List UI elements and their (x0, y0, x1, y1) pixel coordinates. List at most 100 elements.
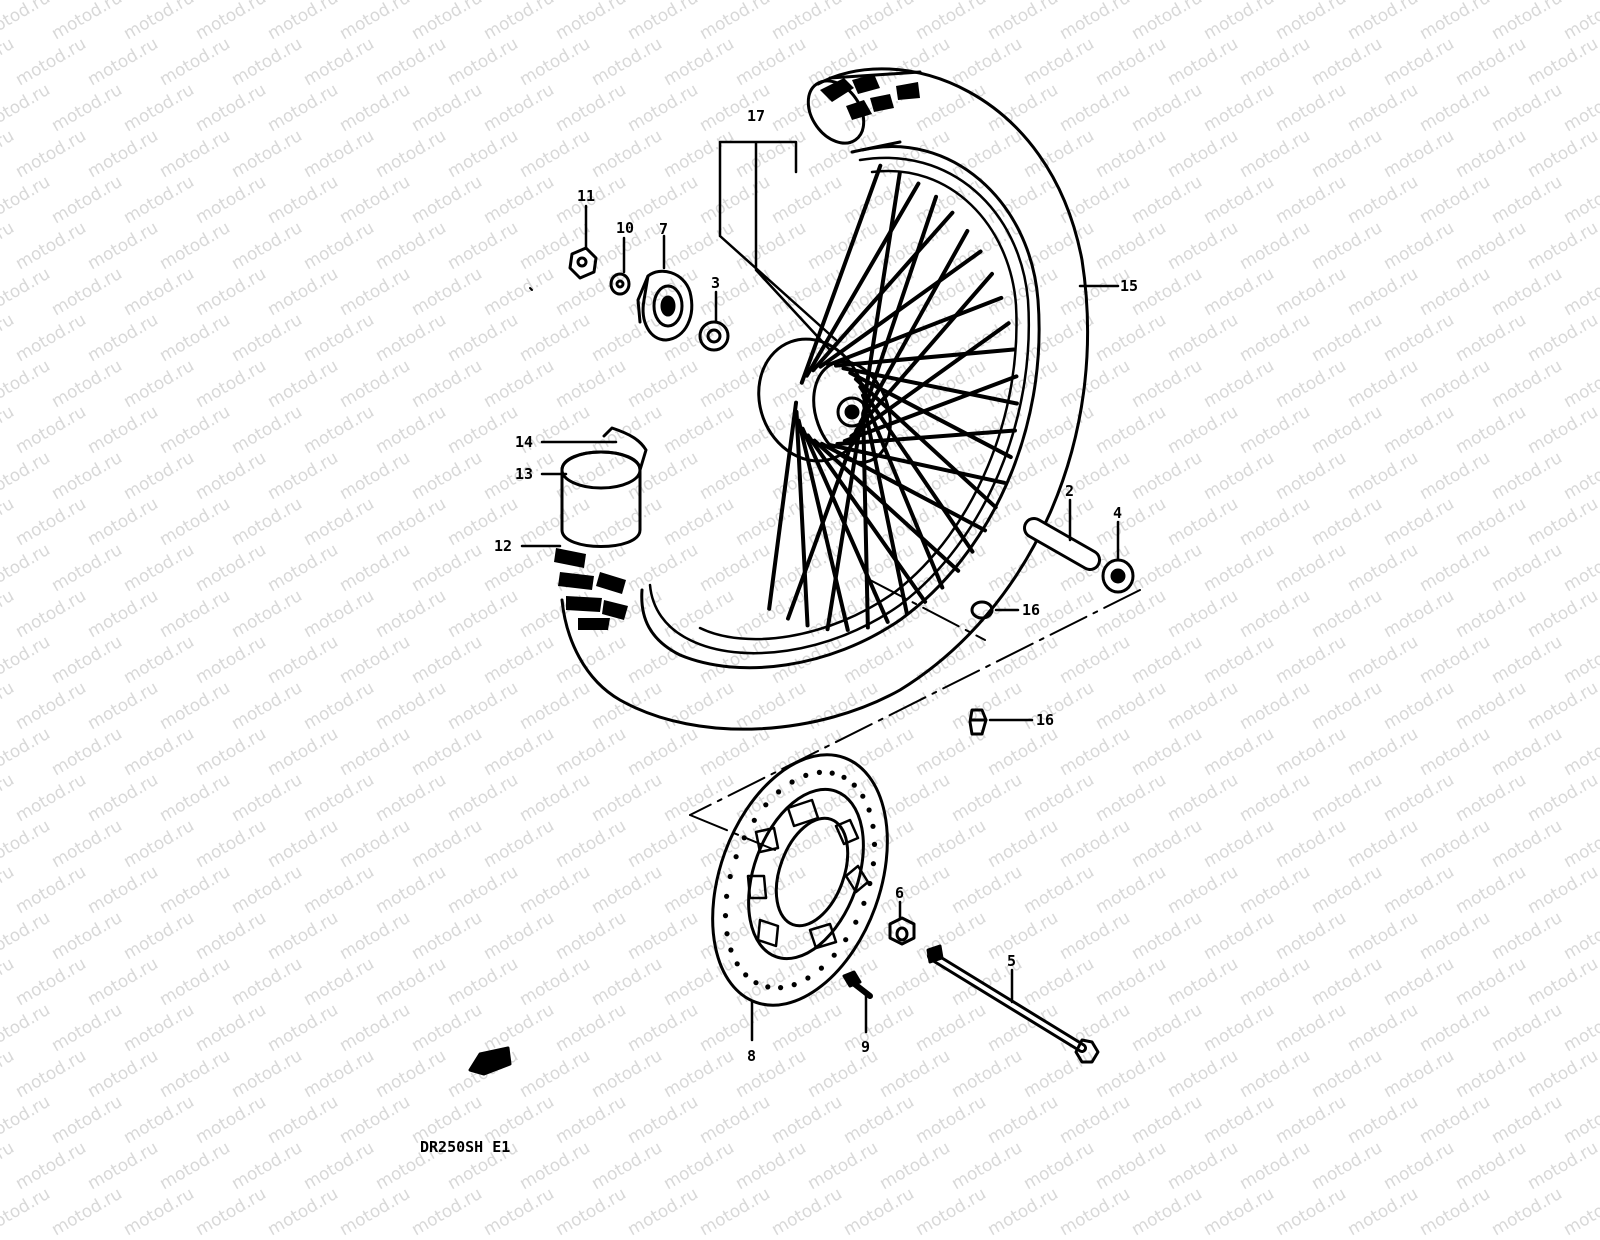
spoke (861, 411, 870, 630)
disc-hole (753, 980, 759, 986)
rim-lock (968, 708, 988, 736)
spoke (861, 194, 939, 415)
valve-cap (970, 600, 994, 620)
callout-9: 9 (861, 1038, 870, 1056)
disc-hole (724, 931, 730, 937)
callout-17: 17 (747, 107, 765, 125)
disc-hole (724, 893, 730, 899)
tire-bottom-section (560, 426, 648, 548)
disc-hole (727, 873, 733, 880)
disc-hole (870, 823, 876, 829)
callout-15: 15 (1120, 277, 1138, 295)
spoke (799, 163, 883, 385)
bearing-right (1101, 558, 1135, 594)
spoke (825, 420, 863, 632)
disc-hole (871, 841, 878, 848)
bearing-left (698, 320, 730, 352)
callout-6: 6 (895, 884, 904, 902)
spoke (842, 374, 1019, 444)
callout-14: 14 (515, 433, 533, 451)
brake-disc-cutouts (746, 798, 870, 950)
disc-hole (803, 772, 809, 779)
disc-hole (843, 937, 849, 943)
callout-5: 5 (1007, 952, 1016, 970)
spoke (861, 393, 945, 590)
nut (568, 246, 598, 280)
callout-8: 8 (747, 1047, 756, 1065)
speedometer-gearbox (636, 269, 694, 342)
disc-hole (851, 782, 857, 788)
spokes (767, 163, 1019, 632)
callout-labels: 11 10 7 3 17 15 14 13 12 2 4 16 16 6 5 8… (494, 107, 1138, 1065)
callout-10: 10 (616, 219, 634, 237)
spoke (811, 210, 955, 373)
rim-outline (648, 156, 1031, 655)
callout-13: 13 (515, 465, 533, 483)
disc-hole (841, 774, 847, 780)
diagram-code-label: DR250SH E1 (420, 1138, 511, 1156)
brake-disc (711, 753, 889, 1007)
spoke (819, 441, 988, 533)
spoke (827, 442, 1007, 485)
spoke (818, 249, 983, 369)
disc-hole (789, 779, 795, 785)
disc-hole (866, 807, 872, 813)
spoke (861, 402, 909, 616)
callout-12: 12 (494, 537, 512, 555)
tread-bottom (554, 548, 628, 630)
disc-hole (728, 947, 734, 953)
disc-hole (829, 770, 835, 776)
disc-hole (860, 793, 866, 799)
forward-arrow-icon (468, 1046, 512, 1076)
disc-hole (722, 913, 729, 919)
callout-7: 7 (659, 220, 668, 238)
disc-hole (733, 854, 739, 860)
callout-2: 2 (1065, 482, 1074, 500)
spoke (849, 321, 1011, 439)
disc-hole (791, 982, 797, 988)
disc-hole (831, 952, 837, 958)
callout-16-valve: 16 (1022, 601, 1040, 619)
axle-nut (888, 916, 916, 946)
callout-11: 11 (577, 187, 595, 205)
spoke (826, 295, 1004, 368)
spoke (794, 409, 810, 628)
disc-hole (870, 861, 877, 867)
spoke (848, 370, 1013, 460)
brake-disc-holes (722, 769, 878, 991)
disc-bolt (842, 970, 873, 999)
disc-hole (861, 900, 867, 906)
front-axle (926, 944, 1100, 1064)
disc-hole (805, 975, 811, 981)
callout-3: 3 (711, 274, 720, 292)
tire-top-section (806, 70, 922, 154)
spoke (833, 347, 1016, 368)
tread-top (820, 74, 920, 120)
spoke (853, 377, 998, 510)
spoke (858, 384, 975, 554)
washer (609, 272, 631, 296)
disc-hole (778, 985, 784, 991)
disc-hole (776, 789, 782, 795)
disc-hole (751, 817, 757, 823)
callout-16-lock: 16 (1036, 711, 1054, 729)
spoke (854, 271, 994, 432)
disc-hole (734, 961, 740, 967)
spoke (841, 366, 1019, 406)
front-wheel-exploded-diagram: 11 10 7 3 17 15 14 13 12 2 4 16 16 6 5 8… (468, 67, 1141, 1076)
disc-hole (853, 919, 859, 925)
spoke (861, 171, 902, 406)
disc-hole (741, 835, 747, 841)
disc-hole (816, 769, 823, 776)
disc-hole (743, 972, 749, 978)
spoke (786, 428, 859, 621)
spoke (767, 400, 799, 611)
disc-hole (765, 984, 771, 990)
callout-4: 4 (1113, 504, 1122, 522)
spacer (1023, 517, 1101, 571)
callout-leaders (520, 140, 1120, 1042)
spoke (835, 428, 1017, 447)
disc-hole (763, 802, 769, 808)
disc-hole (818, 965, 825, 971)
